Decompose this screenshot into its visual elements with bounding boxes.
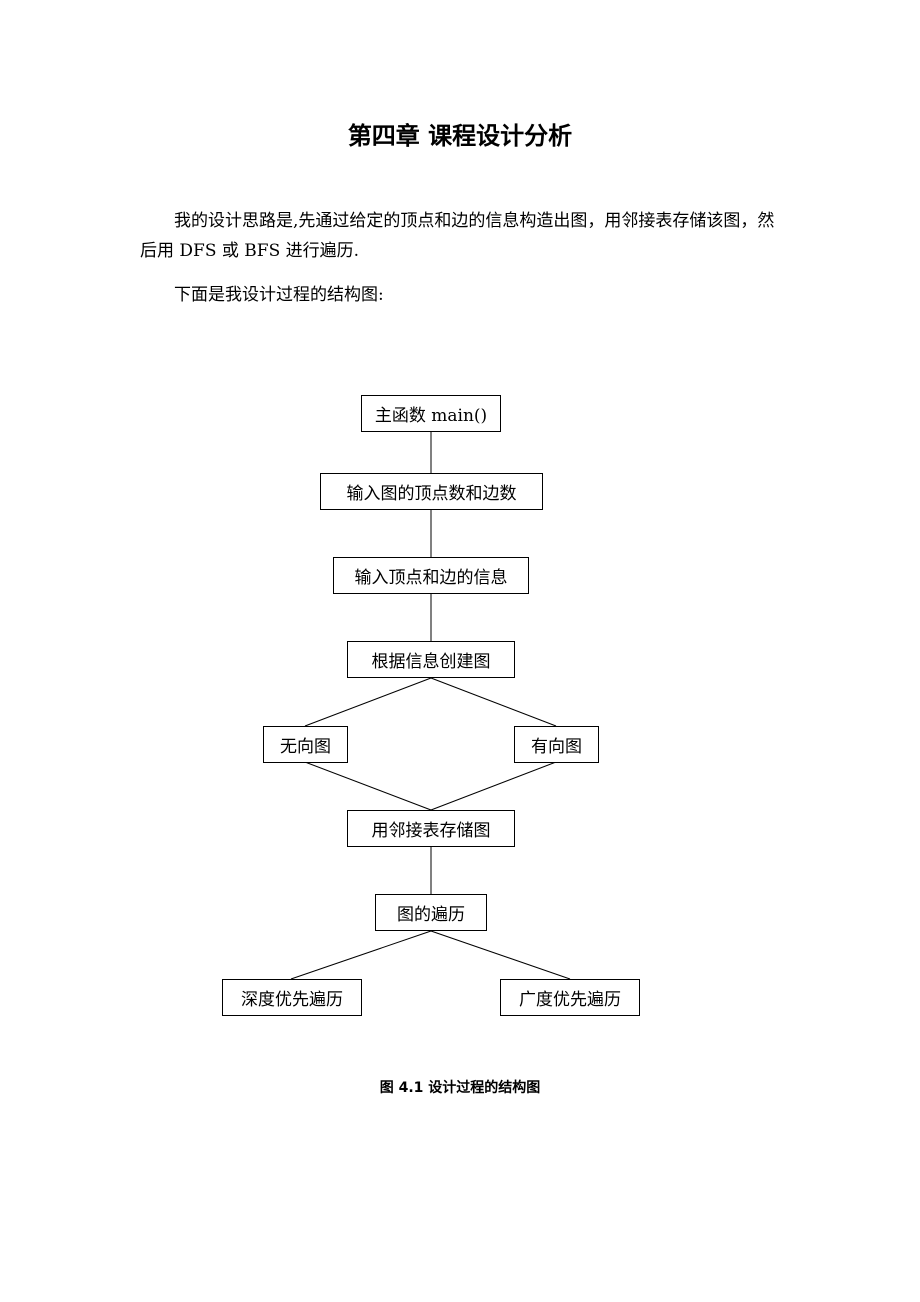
node-traversal: 图的遍历 <box>375 894 487 931</box>
node-input-counts: 输入图的顶点数和边数 <box>320 473 543 510</box>
node-create-graph: 根据信息创建图 <box>347 641 515 678</box>
connector-traversal-to-dfs <box>290 930 432 980</box>
page-title: 第四章 课程设计分析 <box>347 122 573 150</box>
connector-create-graph-to-undirected <box>304 677 432 727</box>
paragraph-design-idea: 我的设计思路是,先通过给定的顶点和边的信息构造出图，用邻接表存储该图，然后用 D… <box>140 211 775 261</box>
node-undirected: 无向图 <box>263 726 348 763</box>
node-directed: 有向图 <box>514 726 599 763</box>
connector-directed-to-adjacency-list <box>430 761 557 811</box>
connector-create-graph-to-directed <box>430 677 557 727</box>
node-main: 主函数 main() <box>361 395 501 432</box>
node-dfs: 深度优先遍历 <box>222 979 362 1016</box>
node-input-info: 输入顶点和边的信息 <box>333 557 529 594</box>
figure-caption: 图 4.1 设计过程的结构图 <box>379 1080 541 1096</box>
node-bfs: 广度优先遍历 <box>500 979 640 1016</box>
paragraph-structure-intro: 下面是我设计过程的结构图: <box>174 285 384 305</box>
node-adjacency-list: 用邻接表存储图 <box>347 810 515 847</box>
connector-undirected-to-adjacency-list <box>304 761 432 811</box>
connector-traversal-to-bfs <box>430 930 571 980</box>
